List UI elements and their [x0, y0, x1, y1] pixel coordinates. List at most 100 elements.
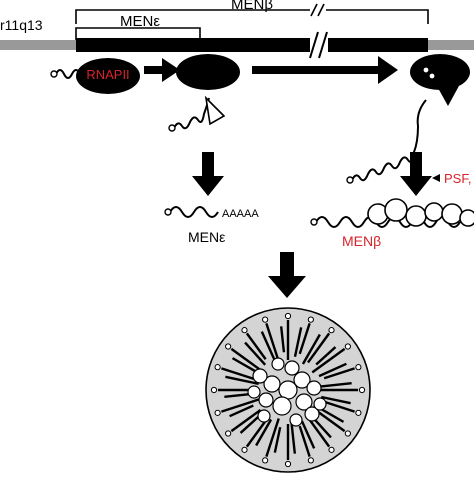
rna-cap — [307, 316, 314, 323]
down-arrow-paraspeckle — [268, 252, 306, 298]
polya-tail-label: AAAAA — [222, 208, 259, 220]
rna-spoke — [321, 395, 351, 405]
rna-spoke — [293, 327, 303, 357]
rna-spoke — [301, 333, 321, 365]
rna-spoke — [323, 367, 355, 380]
rnapii-blob-1 — [76, 58, 140, 94]
men-epsilon-nascent-rna — [173, 97, 210, 130]
men-epsilon-rna — [169, 206, 219, 218]
rna-cap-1 — [50, 70, 58, 78]
men-beta-product-label: MENβ — [342, 233, 381, 249]
rnapii-label: RNAPII — [86, 67, 129, 82]
rna-cap — [358, 386, 366, 394]
men-beta-nascent-rna — [351, 99, 427, 182]
transcription-arrow-2 — [252, 56, 398, 84]
nascent-rna-tail-1 — [55, 69, 81, 79]
rna-spoke — [244, 341, 267, 366]
rna-spoke — [298, 323, 311, 355]
rna-cap — [225, 430, 232, 437]
rna-spoke — [298, 425, 311, 457]
rna-cap — [355, 364, 362, 371]
chromosome-label: r11q13 — [0, 17, 43, 33]
rna-spoke — [300, 420, 316, 449]
cleavage-triangle-open-icon — [204, 95, 226, 126]
rna-spoke — [279, 326, 286, 353]
paraspeckle — [205, 307, 371, 473]
rna-cap-3 — [346, 176, 354, 184]
rna-spoke — [265, 418, 280, 457]
protein-bead — [306, 380, 322, 396]
rna-spoke — [314, 409, 346, 433]
men-beta-protein-beads — [367, 198, 474, 227]
rna-spoke — [290, 419, 297, 454]
rna-spoke — [312, 417, 332, 439]
rnapii-blob-2 — [176, 54, 240, 90]
men-epsilon-bracket-label: MENε — [120, 13, 160, 30]
gene-break-icon — [309, 31, 328, 59]
protein-bead — [284, 360, 300, 376]
rna-cap — [262, 316, 269, 323]
protein-bead — [271, 357, 285, 371]
rna-spoke — [317, 381, 352, 388]
protein-bead — [247, 385, 261, 399]
paraspeckle-protein-core — [247, 357, 327, 427]
bracket-break-icon — [310, 3, 326, 17]
scissors-icon — [422, 63, 443, 80]
rna-cap-4 — [164, 208, 172, 216]
rnapii-blob-3 — [410, 54, 470, 90]
rna-cap — [214, 409, 221, 416]
down-arrow-men-epsilon — [192, 152, 224, 196]
paraspeckle-rna-spokes — [210, 312, 366, 468]
rna-cap — [284, 312, 292, 320]
cleavage-triangle-filled-icon — [438, 84, 460, 106]
rna-spoke — [230, 347, 265, 374]
protein-bead — [258, 392, 274, 408]
rna-cap — [284, 460, 292, 468]
rna-spoke — [323, 400, 355, 413]
rna-spoke — [245, 420, 267, 448]
down-arrow-men-beta — [400, 152, 432, 196]
rna-spoke — [221, 398, 260, 413]
rna-cap — [241, 327, 248, 334]
rna-spoke — [273, 426, 282, 453]
rna-cap — [214, 364, 221, 371]
rna-spoke — [221, 367, 257, 381]
rna-spoke — [255, 418, 273, 447]
rna-spoke — [245, 332, 267, 360]
men-gene-bar — [76, 38, 428, 52]
transcription-arrow-1 — [144, 58, 180, 82]
rna-spoke — [318, 362, 347, 378]
men-epsilon-product-label: MENε — [188, 229, 225, 245]
rna-cap-5 — [310, 218, 318, 226]
rna-spoke — [231, 357, 256, 373]
rna-spoke — [229, 404, 254, 418]
rna-cap — [307, 457, 314, 464]
men-epsilon-bracket — [75, 27, 201, 40]
rna-spoke — [230, 409, 262, 433]
men-beta-bracket — [75, 9, 429, 24]
protein-bead — [257, 409, 271, 423]
rna-spoke — [307, 332, 331, 364]
rna-spoke — [225, 375, 259, 386]
protein-bead — [252, 368, 268, 384]
rna-cap — [344, 430, 351, 437]
protein-bead — [289, 413, 303, 427]
protein-bead — [313, 397, 327, 411]
rna-cap — [241, 446, 248, 453]
protein-bead — [293, 371, 311, 389]
protein-bead — [304, 406, 320, 422]
men-beta-rna — [315, 216, 461, 228]
protein-label: PSF, p54nrb — [444, 171, 474, 186]
rna-spoke — [315, 346, 337, 366]
rna-cap — [344, 343, 351, 350]
rna-spoke — [260, 331, 277, 364]
men-beta-bracket-label: MENβ — [231, 0, 273, 13]
protein-bead — [295, 393, 313, 411]
rna-spoke — [311, 347, 346, 374]
rna-cap — [328, 327, 335, 334]
rna-cap — [262, 457, 269, 464]
rna-cap — [210, 386, 218, 394]
rna-cap — [328, 446, 335, 453]
